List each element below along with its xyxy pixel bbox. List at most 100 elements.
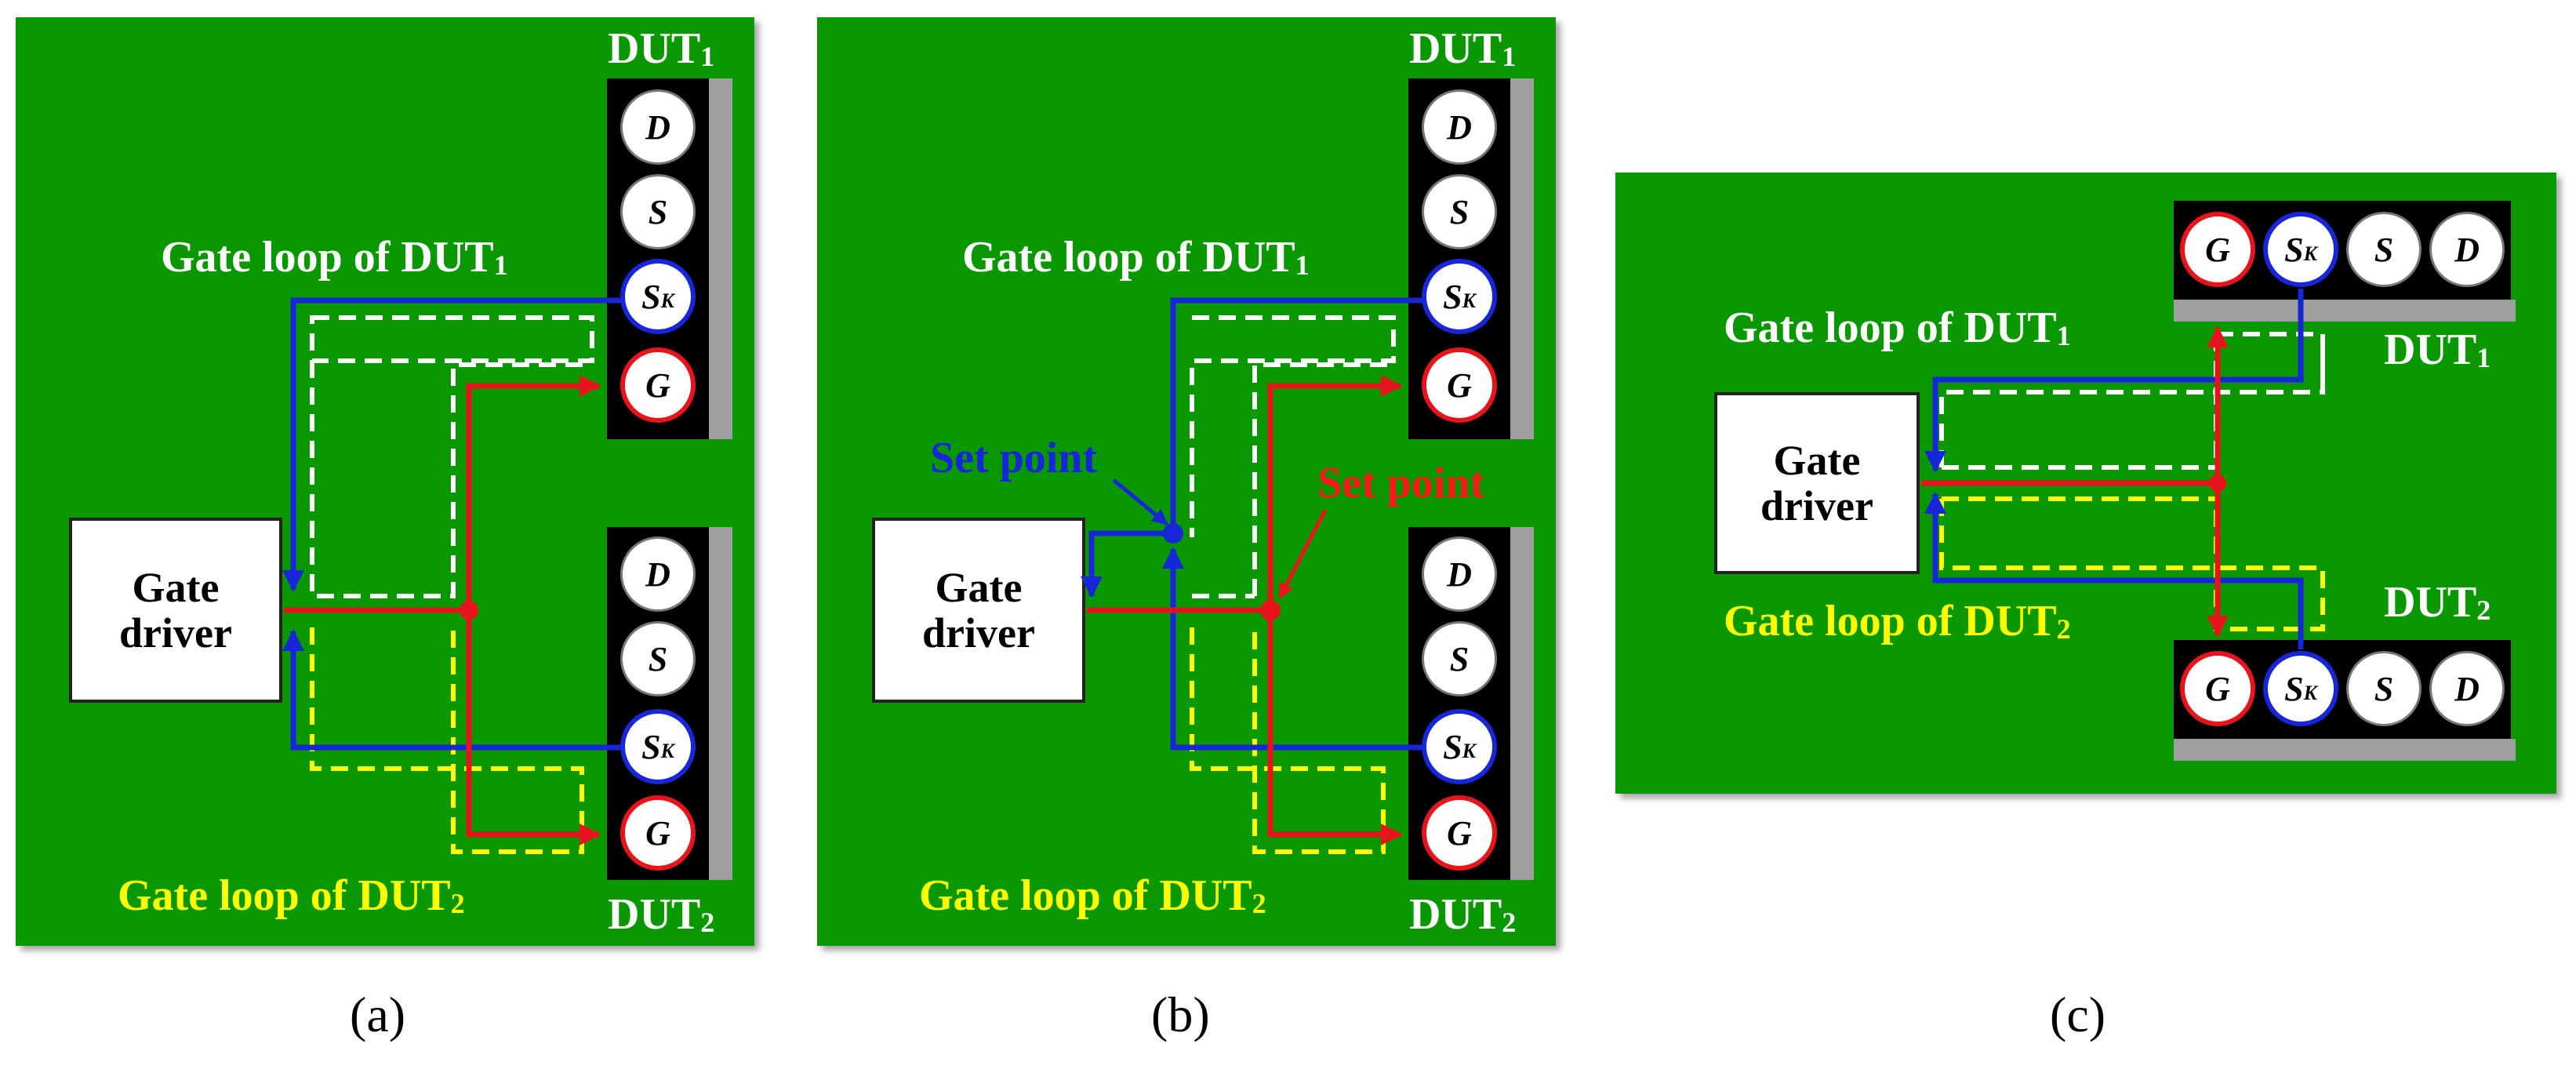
loop-sub: 1 — [1295, 249, 1310, 281]
pin-label: G — [2205, 669, 2230, 708]
loop-label: Gate loop of DUT — [962, 233, 1295, 282]
panel-a-dut2-source-pin: S — [620, 621, 696, 696]
panel-b-set-point-red-label: Set point — [1317, 459, 1485, 507]
dut-name: DUT — [608, 24, 701, 73]
dut-name: DUT — [608, 890, 701, 939]
panel-c-loop1-dashed-2 — [2216, 332, 2325, 392]
panel-c-kelvin-trace-dut2 — [1924, 492, 2304, 649]
loop-label: Gate loop of DUT — [919, 871, 1252, 920]
panel-a-dut1-heatsink — [709, 78, 732, 439]
panel-b-set-point-blue-label: Set point — [930, 434, 1098, 482]
pin-label: G — [1447, 813, 1472, 853]
panel-b-gate-trace-dut2 — [1267, 610, 1403, 845]
panel-c-dut1-heatsink — [2174, 300, 2516, 322]
panel-a-kelvin-trace-dut2 — [282, 629, 623, 751]
panel-a-dut2-label: DUT2 — [608, 893, 714, 936]
loop-label: Gate loop of DUT — [1724, 597, 2057, 645]
panel-c-dut1-label: DUT1 — [2384, 328, 2491, 372]
panel-a-loop2-dashed — [310, 627, 584, 854]
dut-name: DUT — [1409, 890, 1502, 939]
panel-c-dut2-label: DUT2 — [2384, 580, 2491, 624]
panel-b-loop1-label: Gate loop of DUT1 — [962, 235, 1310, 279]
panel-b-dut2-label: DUT2 — [1409, 893, 1516, 936]
panel-a-dut2-drain-pin: D — [620, 536, 696, 612]
panel-a-dut1-label: DUT1 — [608, 27, 714, 71]
panel-a-gate-trace — [284, 375, 601, 613]
panel-c-dut1-source-pin: S — [2346, 212, 2422, 287]
panel-b-dut2-source-pin: S — [1422, 621, 1497, 696]
panel-a-loop1-dashed — [310, 315, 594, 598]
dut-sub: 2 — [1502, 907, 1517, 938]
loop-label: Gate loop of DUT — [161, 233, 494, 282]
panel-b-kelvin-trace — [1081, 297, 1425, 598]
panel-b-loop2-label: Gate loop of DUT2 — [919, 874, 1266, 918]
panel-c-junction-dot — [2209, 475, 2226, 492]
pin-label: S — [1443, 727, 1462, 766]
loop-sub: 2 — [450, 888, 465, 919]
panel-a-kelvin-trace-dut1 — [282, 297, 623, 592]
panel-b-kelvin-trace-dut2 — [1162, 547, 1425, 751]
dut-sub: 2 — [2476, 594, 2491, 626]
panel-b-traces — [1081, 297, 1425, 854]
gate-driver-line1: Gate — [1773, 437, 1861, 484]
panel-c-traces — [1921, 289, 2325, 649]
panel-a-gate-trace-dut2 — [466, 610, 601, 845]
pin-label: S — [641, 727, 661, 766]
pin-label: D — [645, 554, 670, 594]
panel-c-caption: (c) — [2050, 987, 2106, 1042]
panel-b-red-pointer — [1277, 508, 1328, 599]
loop-label: Gate loop of DUT — [118, 871, 451, 920]
panel-b-loop1-dashed — [1190, 315, 1396, 598]
panel-b-dut1-gate-pin: G — [1422, 347, 1497, 423]
loop-sub: 2 — [1252, 888, 1266, 919]
pin-label: G — [2205, 230, 2230, 269]
loop-sub: 1 — [2056, 320, 2071, 351]
panel-b-dut2-gate-pin: G — [1422, 795, 1497, 871]
pin-label: D — [1447, 107, 1472, 147]
pin-sub: K — [660, 740, 674, 762]
panel-c-loop1-label: Gate loop of DUT1 — [1724, 306, 2071, 350]
pin-label: G — [1447, 365, 1472, 405]
gate-driver-line2: driver — [119, 609, 232, 656]
panel-a-loop1-label: Gate loop of DUT1 — [161, 235, 508, 279]
pin-label: D — [2454, 230, 2480, 269]
panel-b-dut1-drain-pin: D — [1422, 89, 1497, 165]
pin-label: S — [2284, 669, 2304, 708]
dut-sub: 1 — [700, 41, 715, 72]
panel-a-dut1-gate-pin: G — [620, 347, 696, 423]
panel-b-blue-pointer — [1112, 478, 1168, 525]
panel-a-dut1-source-pin: S — [620, 174, 696, 249]
panel-b-caption: (b) — [1151, 987, 1210, 1042]
dut-name: DUT — [2384, 325, 2477, 374]
panel-c-dut1-gate-pin: G — [2180, 212, 2255, 287]
panel-c-dut2-source-pin: S — [2346, 651, 2422, 726]
dut-sub: 2 — [700, 907, 715, 938]
panel-a-dut2-heatsink — [709, 527, 732, 880]
pin-label: S — [1449, 192, 1470, 231]
gate-driver-line1: Gate — [132, 564, 220, 611]
panel-a-dut2-gate-pin: G — [620, 795, 696, 871]
pin-label: S — [1449, 639, 1470, 678]
pin-sub: K — [1462, 289, 1476, 312]
pin-sub: K — [2303, 682, 2317, 704]
panel-a-junction-dot — [460, 601, 478, 620]
pin-label: S — [641, 277, 661, 316]
pin-label: G — [645, 813, 670, 853]
panel-b-dut1-source-pin: S — [1422, 174, 1497, 249]
panel-a-traces — [282, 297, 623, 854]
pin-label: S — [2374, 230, 2394, 269]
gate-driver-line2: driver — [1760, 482, 1873, 529]
panel-b-red-set-point-dot — [1260, 600, 1281, 620]
panel-c-kelvin-trace-dut1 — [1924, 289, 2304, 473]
pin-label: S — [2284, 230, 2304, 269]
panel-c-dut2-heatsink — [2174, 739, 2516, 761]
panel-b-dut2-drain-pin: D — [1422, 536, 1497, 612]
dut-sub: 1 — [2476, 342, 2491, 373]
